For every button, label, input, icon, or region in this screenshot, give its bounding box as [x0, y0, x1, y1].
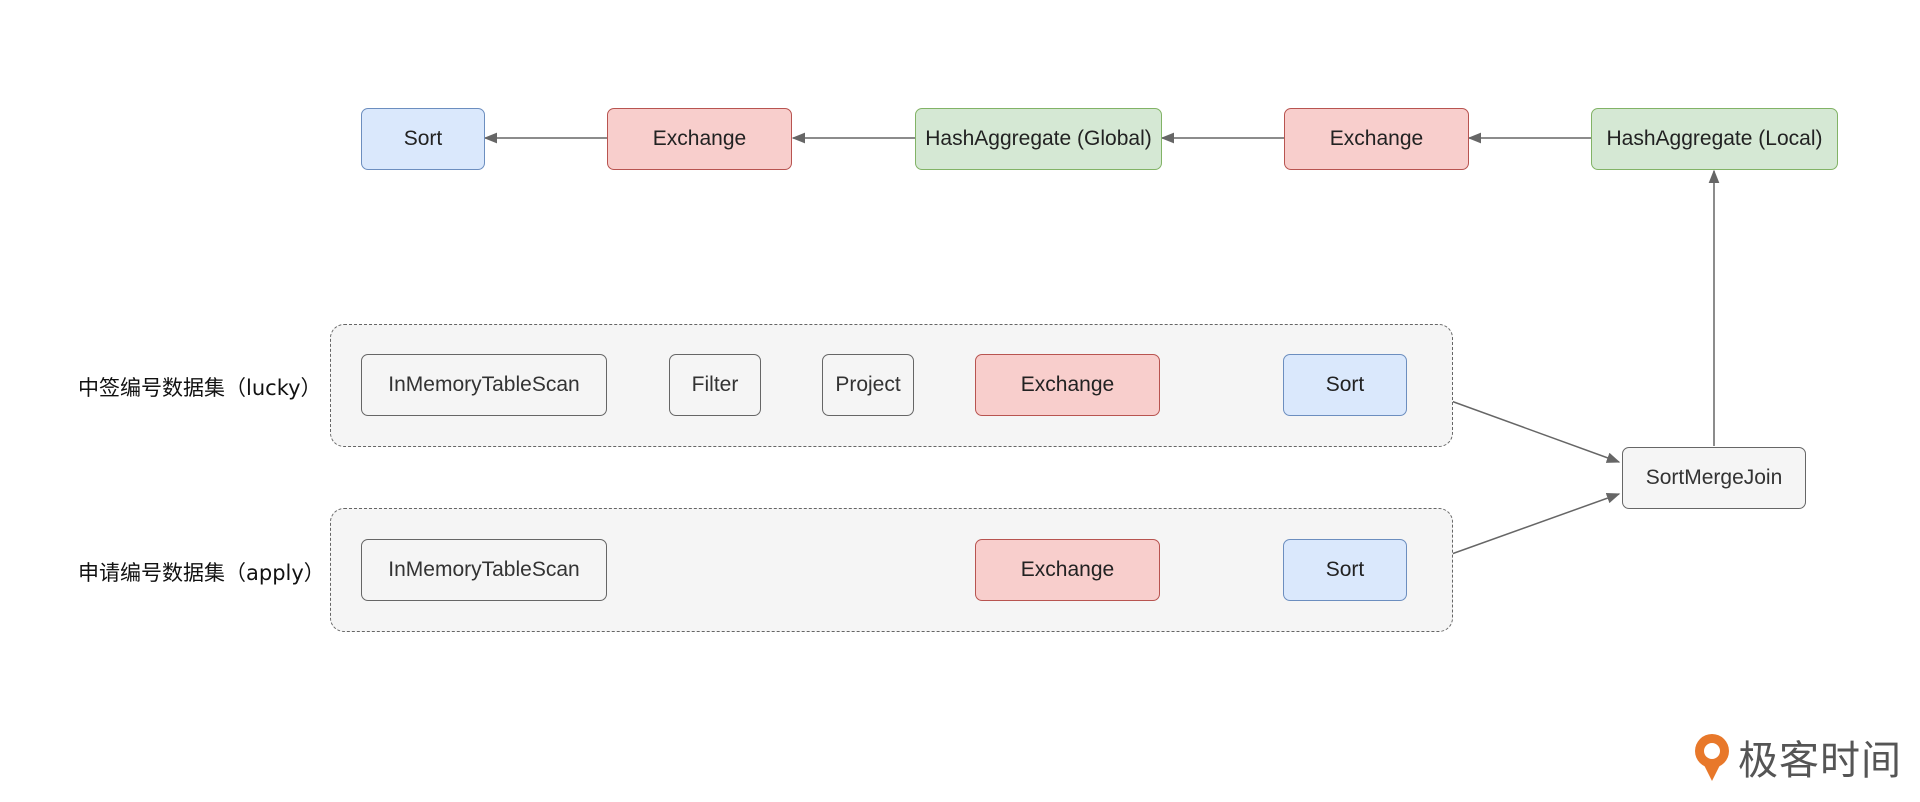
- lucky-project-node[interactable]: Project: [822, 354, 914, 416]
- geektime-logo-icon: [1695, 734, 1729, 781]
- sort-merge-join-node[interactable]: SortMergeJoin: [1622, 447, 1806, 509]
- apply-sort-node[interactable]: Sort: [1283, 539, 1407, 601]
- apply-exchange-node[interactable]: Exchange: [975, 539, 1160, 601]
- lucky-scan-node[interactable]: InMemoryTableScan: [361, 354, 607, 416]
- geektime-logo-text: 极客时间: [1738, 738, 1902, 784]
- lucky-filter-node[interactable]: Filter: [669, 354, 761, 416]
- top-exchange-global-node[interactable]: Exchange: [607, 108, 792, 170]
- lucky-exchange-node[interactable]: Exchange: [975, 354, 1160, 416]
- apply-dataset-label: 申请编号数据集（apply）: [78, 561, 325, 585]
- hash-aggregate-global-node[interactable]: HashAggregate (Global): [915, 108, 1162, 170]
- geektime-logo: 极客时间: [1690, 728, 1902, 786]
- lucky-dataset-label: 中签编号数据集（lucky）: [78, 376, 322, 400]
- top-exchange-local-node[interactable]: Exchange: [1284, 108, 1469, 170]
- hash-aggregate-local-node[interactable]: HashAggregate (Local): [1591, 108, 1838, 170]
- lucky-sort-node[interactable]: Sort: [1283, 354, 1407, 416]
- top-sort-node[interactable]: Sort: [361, 108, 485, 170]
- apply-scan-node[interactable]: InMemoryTableScan: [361, 539, 607, 601]
